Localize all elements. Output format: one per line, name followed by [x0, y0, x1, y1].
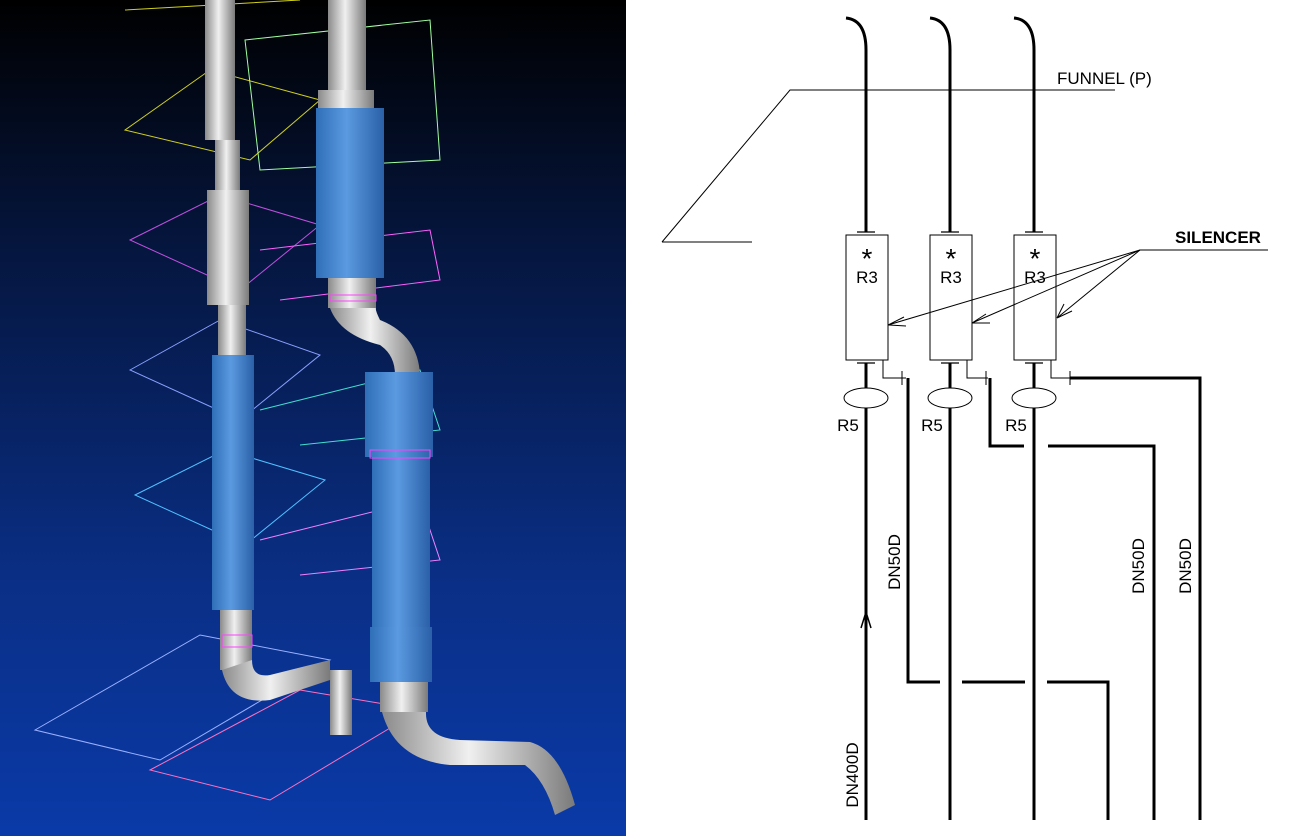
silencer-label: SILENCER	[1175, 228, 1261, 247]
main-pipe-label: DN400D	[843, 742, 862, 807]
schematic-diagram: FUNNEL (P) SILENCER * * * R3 R3 R3 R5 R5…	[626, 0, 1309, 836]
drain-pipe-label: DN50D	[1176, 538, 1195, 594]
main-pipes	[864, 363, 1036, 820]
left-pipe	[205, 0, 352, 735]
valve-ref: R5	[837, 416, 859, 435]
silencer-ref: R3	[940, 268, 962, 287]
right-pipe	[316, 0, 575, 815]
valve-ref: R5	[1005, 416, 1027, 435]
silencer-mark: *	[1030, 243, 1041, 274]
funnel-label: FUNNEL (P)	[1057, 69, 1152, 88]
silencer-ref: R3	[856, 268, 878, 287]
flow-arrow-icon	[860, 609, 872, 629]
drain-pipes	[906, 376, 1202, 820]
3d-model-view	[0, 0, 626, 836]
silencer-mark: *	[862, 243, 873, 274]
valve-ellipses	[843, 387, 1057, 409]
drain-pipe-label: DN50D	[885, 534, 904, 590]
funnel-leader-line	[661, 89, 1115, 243]
silencer-leader-arrows	[887, 249, 1268, 327]
drain-thin	[882, 360, 1071, 385]
silencer-ref: R3	[1024, 268, 1046, 287]
silencer-mark: *	[946, 243, 957, 274]
pipe-size-labels: DN400D DN50D DN50D DN50D	[843, 534, 1195, 807]
valve-ref: R5	[921, 416, 943, 435]
schematic-svg: FUNNEL (P) SILENCER * * * R3 R3 R3 R5 R5…	[661, 16, 1268, 820]
3d-piping-render	[33, 0, 575, 815]
vent-pipes	[845, 16, 1036, 232]
silencer-boxes	[845, 234, 1057, 361]
silencer-text: * * * R3 R3 R3 R5 R5 R5	[837, 243, 1046, 435]
drain-pipe-label: DN50D	[1129, 538, 1148, 594]
